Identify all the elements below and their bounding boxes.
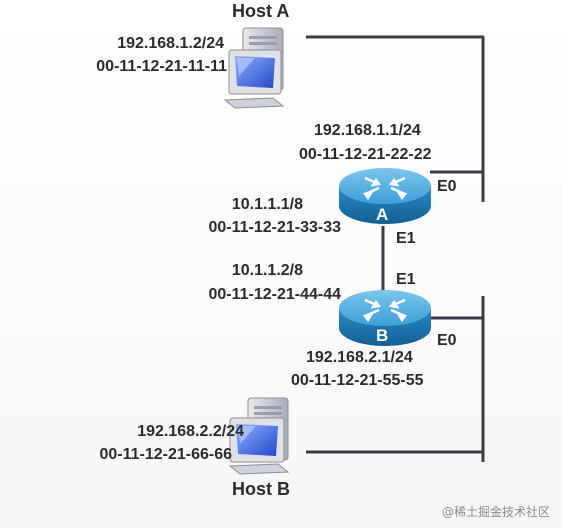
router-b-e0-name: E0 xyxy=(437,332,457,349)
router-a-e1-mac: 00-11-12-21-33-33 xyxy=(208,219,341,236)
router-a-e0-ip: 192.168.1.1/24 xyxy=(314,122,421,139)
router-b-e0-mac: 00-11-12-21-55-55 xyxy=(291,372,424,389)
host-a-mac: 00-11-12-21-11-11 xyxy=(96,58,227,75)
router-b-e1-ip: 10.1.1.2/8 xyxy=(231,262,303,279)
router-a-e1-name: E1 xyxy=(396,230,416,247)
router-b-e1-mac: 00-11-12-21-44-44 xyxy=(208,286,341,303)
host-a-title: Host A xyxy=(232,1,290,21)
host-b-mac: 00-11-12-21-66-66 xyxy=(99,446,232,463)
router-a-e0-name: E0 xyxy=(437,178,457,195)
router-b-e0-ip: 192.168.2.1/24 xyxy=(306,349,413,366)
host-b-title: Host B xyxy=(232,479,290,499)
router-a-letter: A xyxy=(376,205,389,224)
host-b-computer-icon xyxy=(228,397,290,475)
watermark: @稀土掘金技术社区 xyxy=(441,505,550,519)
router-a-e0-mac: 00-11-12-21-22-22 xyxy=(299,146,432,163)
router-b-letter: B xyxy=(376,326,389,345)
router-a-e1-ip: 10.1.1.1/8 xyxy=(231,196,303,213)
host-a-computer-icon xyxy=(223,27,285,109)
router-b-icon xyxy=(339,290,431,346)
link-lines xyxy=(306,35,485,462)
router-a-icon xyxy=(339,168,431,224)
host-a-ip: 192.168.1.2/24 xyxy=(117,35,224,52)
router-b-e1-name: E1 xyxy=(396,271,416,288)
host-b-ip: 192.168.2.2/24 xyxy=(137,423,244,440)
